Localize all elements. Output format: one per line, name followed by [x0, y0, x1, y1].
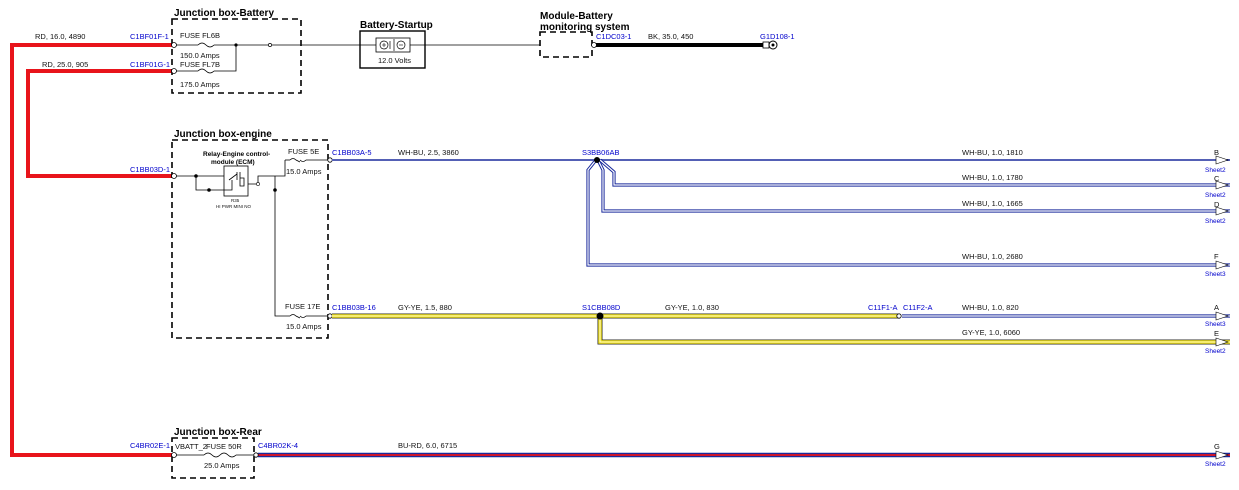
output-letter-a: A: [1214, 303, 1219, 312]
conn-c1bf01g: C1BF01G-1: [130, 60, 170, 69]
splice-s1cbb08d: [596, 312, 604, 320]
wire-label-gyye6060: GY-YE, 1.0, 6060: [962, 328, 1020, 337]
conn-c11f2: C11F2-A: [903, 303, 932, 312]
output-letter-c: C: [1214, 174, 1220, 183]
conn-s1cbb08d: S1CBB08D: [582, 303, 621, 312]
fuse-fl6b-label: FUSE FL6B: [180, 31, 220, 40]
pin-c1bf01f: [171, 42, 177, 48]
conn-c11f1: C11F1-A: [868, 303, 897, 312]
relay-label-2: module (ECM): [211, 159, 255, 166]
junction-box-rear: Junction box-Rear VBATT_2 FUSE 50R 25.0 …: [171, 427, 262, 479]
box-title-engine: Junction box-engine: [174, 129, 272, 140]
wire-label-bk35: BK, 35.0, 450: [648, 32, 693, 41]
relay-type: HI PWR MINI NO: [216, 204, 251, 209]
conn-c1dc03: C1DC03-1: [596, 32, 631, 41]
battery-startup: Battery-Startup 12.0 Volts: [301, 20, 540, 69]
fuse-17e-rating: 15.0 Amps: [286, 322, 322, 331]
box-title-monitor-2: monitoring system: [540, 22, 630, 33]
module-battery-monitoring: Module-Battery monitoring system C1DC03-…: [539, 11, 795, 58]
vbatt-label: VBATT_2: [175, 442, 207, 451]
red-feed-wires: [10, 43, 172, 457]
output-sheet-d[interactable]: Sheet2: [1205, 218, 1226, 225]
relay-label-1: Relay-Engine control-: [203, 151, 270, 158]
conn-c1bb03d: C1BB03D-1: [130, 165, 170, 174]
conn-c4br02k: C4BR02K-4: [258, 441, 298, 450]
box-title-monitor-1: Module-Battery: [540, 11, 613, 22]
output-sheet-f[interactable]: Sheet3: [1205, 271, 1226, 278]
wire-label-whbu1665: WH-BU, 1.0, 1665: [962, 199, 1023, 208]
wire-label-rd16: RD, 16.0, 4890: [35, 32, 85, 41]
conn-c1bf01f: C1BF01F-1: [130, 32, 169, 41]
fuse-5e-rating: 15.0 Amps: [286, 167, 322, 176]
conn-c1bb03a: C1BB03A-5: [332, 148, 372, 157]
output-letter-d: D: [1214, 200, 1220, 209]
output-sheet-c[interactable]: Sheet2: [1205, 192, 1226, 199]
wire-label-gyye830: GY-YE, 1.0, 830: [665, 303, 719, 312]
junction-box-battery: Junction box-Battery FUSE FL6B 150.0 Amp…: [171, 8, 302, 94]
output-letter-f: F: [1214, 252, 1219, 261]
output-letter-e: E: [1214, 329, 1219, 338]
fuse-50r-rating: 25.0 Amps: [204, 461, 240, 470]
conn-c4br02e: C4BR02E-1: [130, 441, 170, 450]
fuse-50r-label: FUSE 50R: [206, 442, 242, 451]
conn-g1d108: G1D108-1: [760, 32, 795, 41]
gy-ye-wires: [332, 313, 1230, 345]
fuse-fl7b-label: FUSE FL7B: [180, 60, 220, 69]
fuse-fl7b-rating: 175.0 Amps: [180, 80, 220, 89]
fuse-fl6b-rating: 150.0 Amps: [180, 51, 220, 60]
battery-voltage: 12.0 Volts: [378, 56, 411, 65]
pin-c1bf01g: [171, 68, 177, 74]
wire-label-whbu820: WH-BU, 1.0, 820: [962, 303, 1019, 312]
box-title-rear: Junction box-Rear: [174, 427, 262, 438]
wire-label-whbu1810: WH-BU, 1.0, 1810: [962, 148, 1023, 157]
wire-label-gyye880: GY-YE, 1.5, 880: [398, 303, 452, 312]
battery-minus-icon: [396, 40, 406, 50]
output-letter-g: G: [1214, 442, 1220, 451]
inline-connector-c11f: [896, 313, 902, 319]
output-arrows: [1215, 155, 1229, 460]
fuse-5e-label: FUSE 5E: [288, 147, 319, 156]
conn-s3bb06ab: S3BB06AB: [582, 148, 620, 157]
battery-plus-icon: [379, 40, 389, 50]
output-sheet-g[interactable]: Sheet2: [1205, 461, 1226, 468]
box-title-battery: Junction box-Battery: [174, 8, 274, 19]
wire-label-burd: BU-RD, 6.0, 6715: [398, 441, 457, 450]
relay-code: R35: [231, 198, 240, 203]
fuse-17e-label: FUSE 17E: [285, 302, 320, 311]
wire-label-whbu1780: WH-BU, 1.0, 1780: [962, 173, 1023, 182]
box-title-startup: Battery-Startup: [360, 20, 433, 31]
output-sheet-b[interactable]: Sheet2: [1205, 167, 1226, 174]
conn-c1bb03b: C1BB03B-16: [332, 303, 376, 312]
wire-label-whbu25: WH-BU, 2.5, 3860: [398, 148, 459, 157]
output-sheet-a[interactable]: Sheet3: [1205, 321, 1226, 328]
splice-s3bb06ab: [594, 157, 600, 163]
output-sheet-e[interactable]: Sheet2: [1205, 348, 1226, 355]
wire-label-rd25: RD, 25.0, 905: [42, 60, 88, 69]
wire-label-whbu2680: WH-BU, 1.0, 2680: [962, 252, 1023, 261]
junction-box-engine: Junction box-engine Relay-Engine control…: [171, 129, 333, 339]
wh-bu-wires: [332, 158, 1230, 318]
output-letter-b: B: [1214, 148, 1219, 157]
